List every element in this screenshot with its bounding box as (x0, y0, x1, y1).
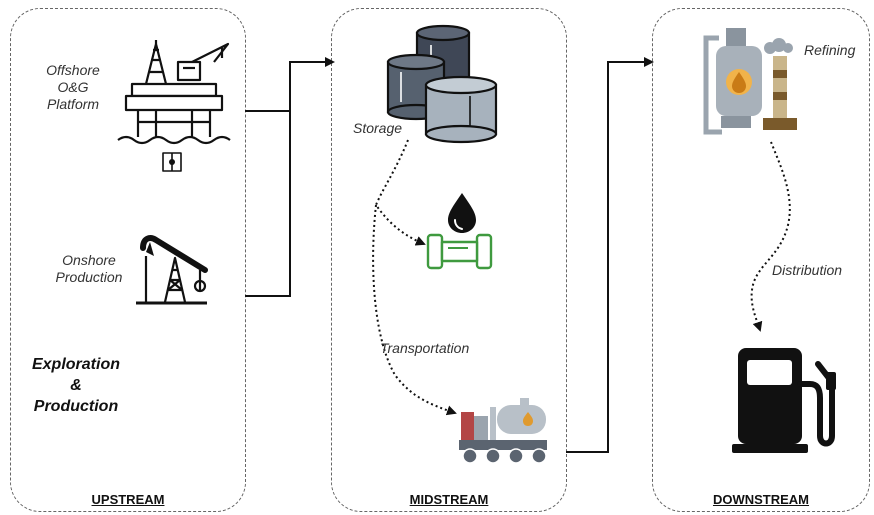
fuel-pump-icon (732, 348, 836, 453)
midstream-panel (331, 8, 567, 512)
downstream-panel (652, 8, 870, 512)
refinery-icon (703, 28, 797, 135)
exploration-label-line: Exploration (31, 356, 120, 373)
pipeline-icon (426, 233, 493, 270)
onshore-label: Onshore Production (34, 252, 144, 286)
transportation-label: Transportation (380, 340, 470, 356)
onshore-connector-line (245, 111, 291, 297)
upstream-panel (10, 8, 246, 512)
exploration-label-line: & (70, 377, 82, 394)
midstream-title: MIDSTREAM (409, 492, 489, 507)
oil-droplet-icon (448, 193, 476, 233)
offshore-label-line: O&G (57, 79, 89, 95)
upstream-title: UPSTREAM (91, 492, 165, 507)
downstream-title: DOWNSTREAM (712, 492, 810, 507)
exploration-label-line: Production (33, 398, 119, 415)
offshore-platform-icon (117, 40, 231, 172)
onshore-label-line: Production (55, 269, 123, 285)
offshore-label-line: Offshore (46, 62, 100, 78)
onshore-label-line: Onshore (62, 252, 116, 268)
offshore-label: Offshore O&G Platform (32, 62, 114, 113)
storage-to-pipeline-flow (374, 139, 426, 246)
storage-label: Storage (353, 120, 403, 136)
offshore-label-line: Platform (46, 96, 100, 112)
distribution-label: Distribution (772, 262, 843, 278)
exploration-production-label: Exploration & Production (18, 354, 134, 417)
midstream-to-downstream-connector (566, 57, 654, 453)
refining-to-fuel-flow (750, 141, 791, 332)
upstream-to-midstream-connector (245, 57, 335, 112)
pumpjack-icon (136, 235, 208, 305)
storage-tanks-icon (386, 24, 498, 144)
refining-label: Refining (804, 42, 856, 58)
tanker-truck-icon (459, 398, 547, 464)
